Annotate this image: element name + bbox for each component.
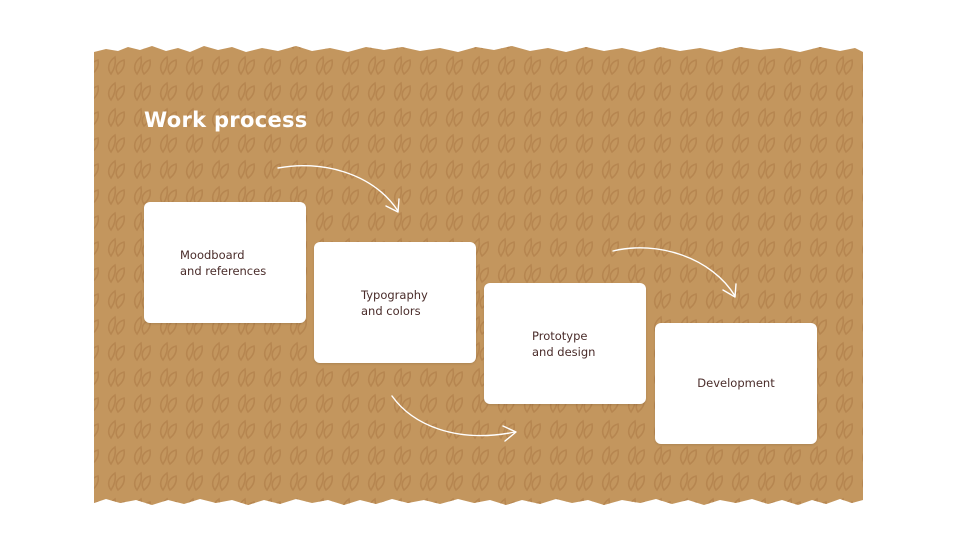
page-title: Work process xyxy=(144,108,308,132)
step-card-prototype: Prototype and design xyxy=(484,283,646,404)
step-card-typography: Typography and colors xyxy=(314,242,476,363)
step-card-development: Development xyxy=(655,323,817,444)
step-label: Prototype and design xyxy=(532,329,596,359)
step-label: Moodboard and references xyxy=(180,248,267,278)
step-label: Typography and colors xyxy=(361,288,428,318)
step-label: Development xyxy=(697,376,775,390)
step-card-moodboard: Moodboard and references xyxy=(144,202,306,323)
